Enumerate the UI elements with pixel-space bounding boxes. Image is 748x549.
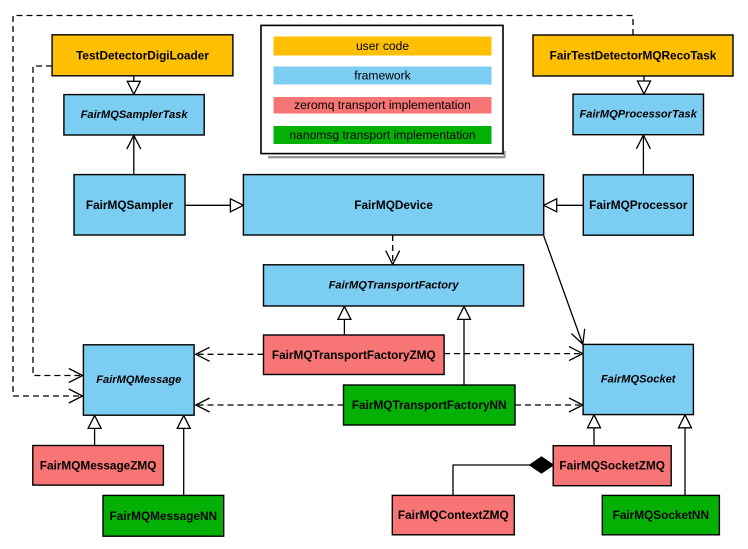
- svg-text:FairMQDevice: FairMQDevice: [354, 198, 433, 212]
- svg-text:user code: user code: [356, 39, 409, 53]
- svg-text:FairMQMessageNN: FairMQMessageNN: [110, 509, 218, 523]
- svg-text:FairMQProcessor: FairMQProcessor: [589, 198, 688, 212]
- svg-text:FairMQSampler: FairMQSampler: [86, 198, 174, 212]
- svg-text:FairTestDetectorMQRecoTask: FairTestDetectorMQRecoTask: [550, 49, 717, 63]
- svg-text:framework: framework: [354, 69, 411, 83]
- svg-text:FairMQTransportFactory: FairMQTransportFactory: [329, 279, 460, 291]
- svg-text:FairMQSocketZMQ: FairMQSocketZMQ: [559, 459, 665, 473]
- svg-text:FairMQContextZMQ: FairMQContextZMQ: [398, 508, 509, 522]
- svg-text:TestDetectorDigiLoader: TestDetectorDigiLoader: [76, 48, 209, 62]
- svg-text:FairMQSocketNN: FairMQSocketNN: [613, 508, 709, 522]
- svg-text:FairMQTransportFactoryZMQ: FairMQTransportFactoryZMQ: [272, 348, 436, 362]
- svg-text:zeromq transport implementatio: zeromq transport implementation: [294, 98, 471, 112]
- svg-text:FairMQProcessorTask: FairMQProcessorTask: [580, 109, 698, 121]
- svg-text:FairMQSocket: FairMQSocket: [601, 374, 677, 386]
- svg-text:FairMQMessage: FairMQMessage: [96, 374, 181, 386]
- svg-text:FairMQTransportFactoryNN: FairMQTransportFactoryNN: [352, 398, 507, 412]
- svg-text:nanomsg transport implementati: nanomsg transport implementation: [289, 128, 475, 142]
- svg-text:FairMQSamplerTask: FairMQSamplerTask: [81, 109, 189, 121]
- svg-text:FairMQMessageZMQ: FairMQMessageZMQ: [40, 458, 157, 472]
